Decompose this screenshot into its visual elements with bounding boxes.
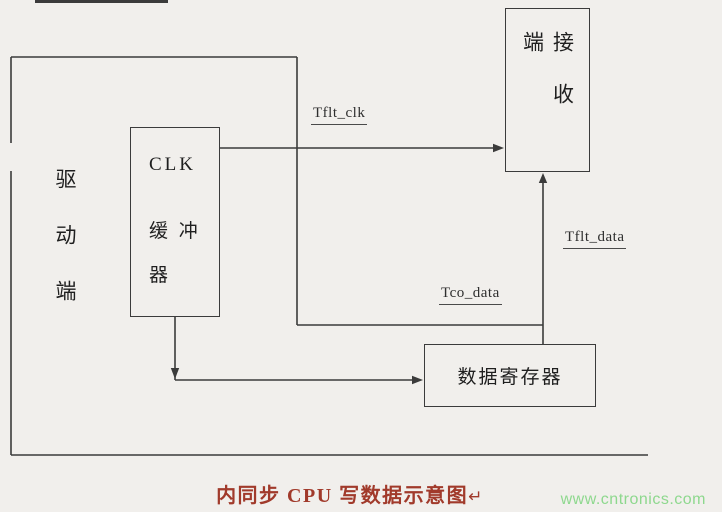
clk-buffer-label-line1: CLK [149, 154, 196, 175]
signal-label-tco-data: Tco_data [439, 285, 502, 305]
register-to-receiver-arrow [538, 173, 548, 344]
clk-to-receiver-arrow [220, 143, 504, 153]
signal-label-tflt-data: Tflt_data [563, 229, 627, 249]
clk-buffer-box: CLK 缓 冲 器 [130, 127, 220, 317]
signal-label-tflt-clk: Tflt_clk [311, 105, 368, 125]
receiver-label: 接收端 [520, 31, 575, 135]
clk-buffer-label-line3: 器 [149, 265, 172, 286]
data-register-box: 数据寄存器 [424, 344, 596, 407]
watermark-text: www.cntronics.com [560, 491, 706, 508]
return-mark: ↵ [468, 487, 484, 506]
caption-text: 内同步 CPU 写数据示意图 [216, 485, 469, 507]
receiver-box: 接收端 [505, 8, 590, 172]
clk-buffer-label-line2: 缓 冲 [149, 221, 201, 242]
diagram-caption: 内同步 CPU 写数据示意图↵ [0, 479, 700, 508]
driver-label: 驱动端 [53, 168, 77, 336]
clk-to-register-arrow [170, 317, 423, 385]
driver-outline [10, 56, 648, 456]
